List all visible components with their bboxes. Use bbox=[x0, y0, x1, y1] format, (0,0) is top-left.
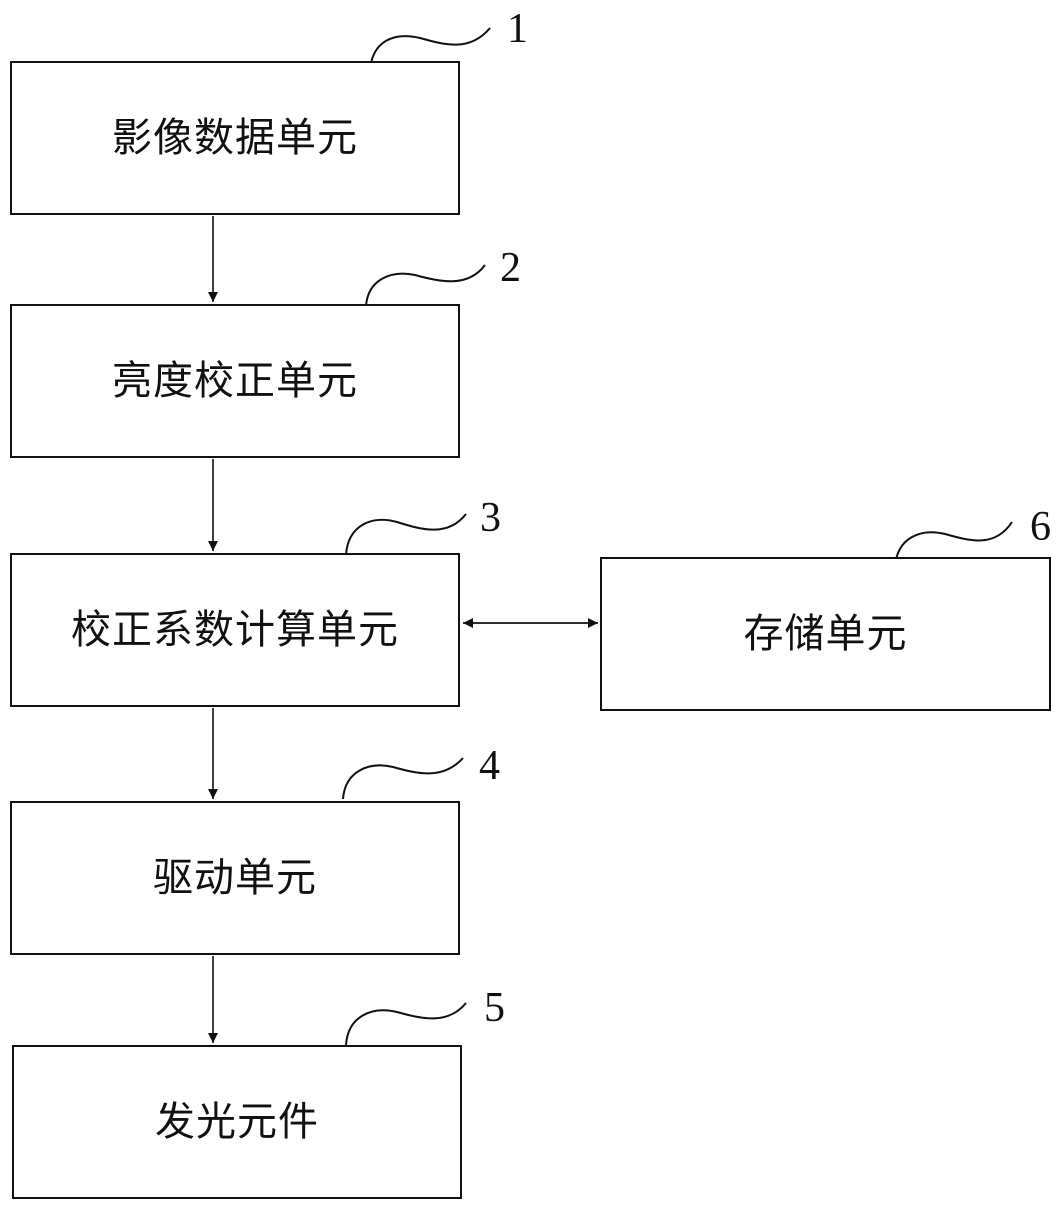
reference-numeral-3: 3 bbox=[480, 497, 501, 539]
unit-label: 亮度校正单元 bbox=[112, 361, 358, 401]
unit-label: 发光元件 bbox=[155, 1102, 319, 1142]
reference-numeral-4: 4 bbox=[479, 745, 500, 787]
unit-label: 校正系数计算单元 bbox=[71, 610, 399, 650]
brightness-correction-unit-box: 亮度校正单元 bbox=[10, 304, 460, 458]
unit-label: 存储单元 bbox=[744, 614, 908, 654]
reference-numeral-2: 2 bbox=[500, 247, 521, 289]
reference-numeral-1: 1 bbox=[507, 8, 528, 50]
drive-unit-box: 驱动单元 bbox=[10, 801, 460, 955]
reference-numeral-6: 6 bbox=[1030, 506, 1051, 548]
leader-curve-5 bbox=[346, 1003, 466, 1045]
leader-curve-3 bbox=[346, 514, 466, 555]
leader-curve-2 bbox=[366, 265, 485, 306]
correction-coefficient-calc-unit-box: 校正系数计算单元 bbox=[10, 553, 460, 707]
unit-label: 驱动单元 bbox=[153, 858, 317, 898]
light-emitting-element-box: 发光元件 bbox=[12, 1045, 462, 1199]
image-data-unit-box: 影像数据单元 bbox=[10, 61, 460, 215]
storage-unit-box: 存储单元 bbox=[600, 557, 1051, 711]
leader-curve-4 bbox=[343, 758, 463, 799]
unit-label: 影像数据单元 bbox=[112, 118, 358, 158]
reference-numeral-5: 5 bbox=[484, 987, 505, 1029]
